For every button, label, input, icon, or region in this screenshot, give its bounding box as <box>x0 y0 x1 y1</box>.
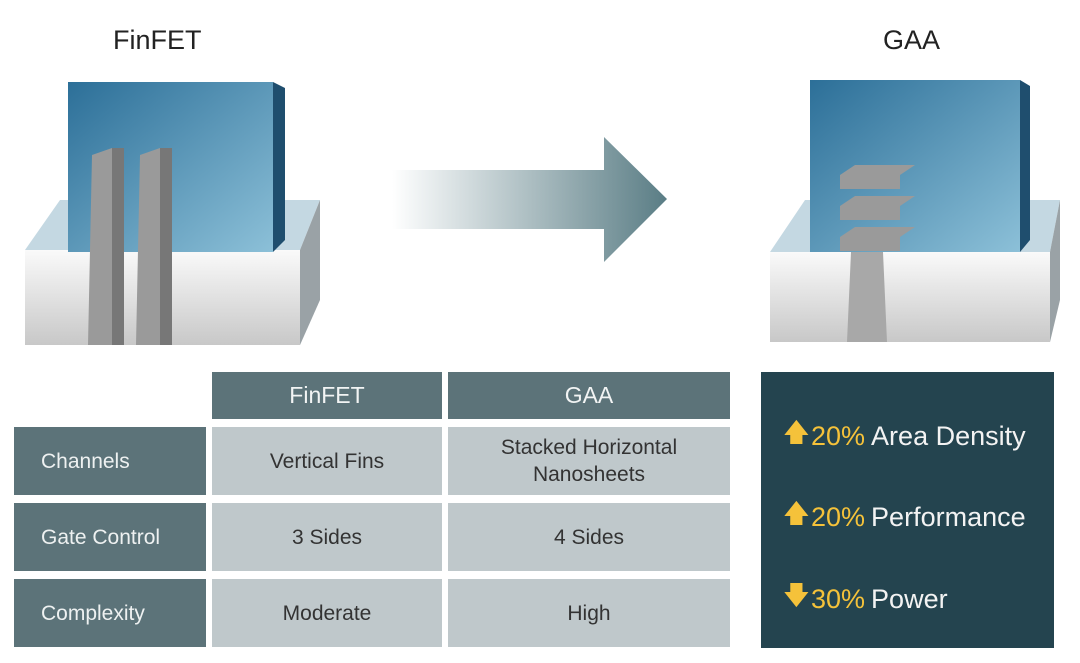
benefit-label: Area Density <box>871 420 1026 451</box>
finfet-illustration <box>25 82 320 345</box>
finfet-title: FinFET <box>113 25 202 55</box>
benefit-value: 30% <box>811 583 866 614</box>
arrow-up-icon: 🡅 <box>783 417 810 447</box>
row-label-complexity: Complexity <box>14 579 206 647</box>
cell-finfet-channels: Vertical Fins <box>212 427 442 495</box>
arrow-up-icon: 🡅 <box>783 498 810 528</box>
cell-gaa-complexity: High <box>448 579 730 647</box>
benefit-value: 20% <box>811 501 866 532</box>
cell-gaa-gate-control: 4 Sides <box>448 503 730 571</box>
gaa-illustration <box>770 80 1060 342</box>
benefit-label: Power <box>871 583 948 614</box>
header-gaa: GAA <box>448 372 730 419</box>
cell-finfet-gate-control: 3 Sides <box>212 503 442 571</box>
benefit-power: 🡇 30% Power <box>783 577 948 621</box>
arrow-down-icon: 🡇 <box>783 580 810 610</box>
row-label-gate-control: Gate Control <box>14 503 206 571</box>
header-finfet: FinFET <box>212 372 442 419</box>
benefit-area-density: 🡅 20% Area Density <box>783 414 1026 458</box>
benefit-performance: 🡅 20% Performance <box>783 495 1026 539</box>
cell-gaa-channels: Stacked Horizontal Nanosheets <box>448 427 730 495</box>
cell-finfet-complexity: Moderate <box>212 579 442 647</box>
benefit-label: Performance <box>871 501 1026 532</box>
benefits-panel: 🡅 20% Area Density 🡅 20% Performance 🡇 3… <box>761 372 1054 648</box>
row-label-channels: Channels <box>14 427 206 495</box>
transition-arrow <box>392 137 667 262</box>
benefit-value: 20% <box>811 420 866 451</box>
gaa-title: GAA <box>883 25 941 55</box>
